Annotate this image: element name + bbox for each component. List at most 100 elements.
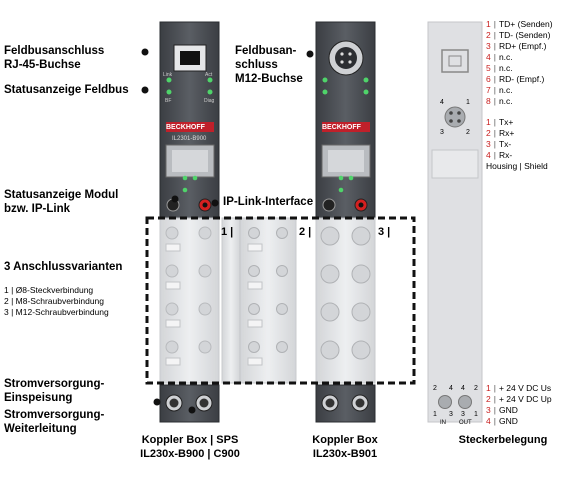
rj45-pin-row: 4|n.c. [486,52,513,62]
io-variant-1 [159,217,241,384]
led-label-bf: BF [165,98,172,104]
label-window-inner [172,150,208,172]
brand-label-b900: BECKHOFF [166,124,205,131]
m12-io-socket-icon [320,226,340,246]
power-pin-number: 3 [486,405,491,415]
power-pin-row: 2|+ 24 V DC Up [486,394,552,404]
label-feldbus-m12-line1: Feldbusan- [235,45,297,57]
rj45-pin-number: 1 [486,19,491,29]
rj45-pin-row: 8|n.c. [486,96,513,106]
m12-pin-number: 4 [486,150,491,160]
led-act-icon [207,77,213,83]
rj45-pin-row: 2|TD- (Senden) [486,30,550,40]
brand-strip [166,122,214,132]
socket-label [247,319,263,328]
o8-socket-icon [165,340,179,354]
m8-socket-icon [276,303,288,315]
pointer-dot [153,398,161,406]
m12-pin-number: 3 [486,139,491,149]
led-diag-icon [363,89,369,95]
m8-socket-icon [248,227,260,239]
label-variant-3: 3 | M12-Schraubverbindung [4,307,109,317]
m12-pin-2: 2 [466,129,470,136]
label-feldbus-rj45-line2: RJ-45-Buchse [4,59,81,71]
pow-out-pin-2: 2 [474,385,478,392]
socket-label [165,357,181,366]
rj45-pin-function: TD+ (Senden) [498,19,553,29]
status-led-icon [338,175,344,181]
status-led-icon [182,175,188,181]
rj45-pin-number: 6 [486,74,491,84]
label-feldbus-m12-line3: M12-Buchse [235,73,303,85]
socket-label [165,319,181,328]
socket-label [247,357,263,366]
power-pin-separator: | [493,416,496,426]
rj45-pin-function: n.c. [498,85,513,95]
m12-pin-3: 3 [440,129,444,136]
label-feldbus-rj45-line1: Feldbusanschluss [4,45,105,57]
m8-socket-icon [276,341,288,353]
power-pin-number: 4 [486,416,491,426]
m8-socket-icon [276,265,288,277]
m12-pinout-icon [444,106,466,128]
caption-box-sps-line2: IL230x-B900 | C900 [140,448,240,460]
variant-marker-3: 3 | [378,226,391,238]
m12-pin-function: Rx- [498,150,513,160]
status-led-icon [338,187,344,193]
pointer-dot [141,86,149,94]
rj45-pin-number: 3 [486,41,491,51]
m12-io-socket-icon [351,226,371,246]
power-pin-separator: | [493,405,496,415]
pow-out-pin-4: 4 [461,385,465,392]
m8-socket-icon [248,341,260,353]
m12-pin-separator: | [493,117,496,127]
caption-box-sps-line1: Koppler Box | SPS [141,434,239,446]
caption-box-b901-line1: Koppler Box [312,434,378,446]
m12-pin-separator: | [493,139,496,149]
label-status-modul-line2: bzw. IP-Link [4,203,71,215]
pointer-dot [188,406,196,414]
label-status-modul-line1: Statusanzeige Modul [4,189,119,201]
m8-socket-icon [276,227,288,239]
rj45-pin-function: RD- (Empf.) [498,74,545,84]
caption-steckerbelegung: Steckerbelegung [458,434,548,446]
rj45-pin-separator: | [493,41,496,51]
label-strom-weiter-line2: Weiterleitung [4,423,77,435]
ip-link-port-icon [322,198,336,212]
io-sockets [165,226,371,366]
m12-pin-separator: | [493,150,496,160]
power-pin-row: 4|GND [486,416,518,426]
m12-io-socket-icon [320,302,340,322]
variants-dashed-outline [145,216,416,385]
led-link-icon [166,77,172,83]
m12-io-socket-icon [351,302,371,322]
rj45-pin-number: 8 [486,96,491,106]
rj45-pin-function: n.c. [498,96,513,106]
power-pin-row: 1|+ 24 V DC Us [486,383,551,393]
pinout-panel-body [427,21,483,423]
ip-link-red-core [202,202,208,208]
rj45-pin-row: 6|RD- (Empf.) [486,74,544,84]
m12-pin-function: Rx+ [498,128,515,138]
pow-in-pin-4: 4 [449,385,453,392]
label-strom-ein-line2: Einspeisung [4,392,73,404]
o8-socket-icon [165,264,179,278]
label-ip-link: IP-Link-Interface [223,196,314,208]
rj45-pin-function: n.c. [498,52,513,62]
m12-io-socket-icon [320,264,340,284]
pow-in-pin-3: 3 [449,411,453,418]
led-bf-icon [166,89,172,95]
led-act-icon [363,77,369,83]
rj45-pin-separator: | [493,85,496,95]
power-pin-number: 1 [486,383,491,393]
model-label-b900: IL2301-B900 [172,136,207,142]
led-label-diag: Diag [204,98,215,104]
rj45-pin-number: 2 [486,30,491,40]
m12-pin-row: 1|Tx+ [486,117,513,127]
power-in-pinout-icon [438,395,452,409]
power-pin-number: 2 [486,394,491,404]
pointer-dot [171,195,179,203]
module-b900-power [159,384,220,423]
